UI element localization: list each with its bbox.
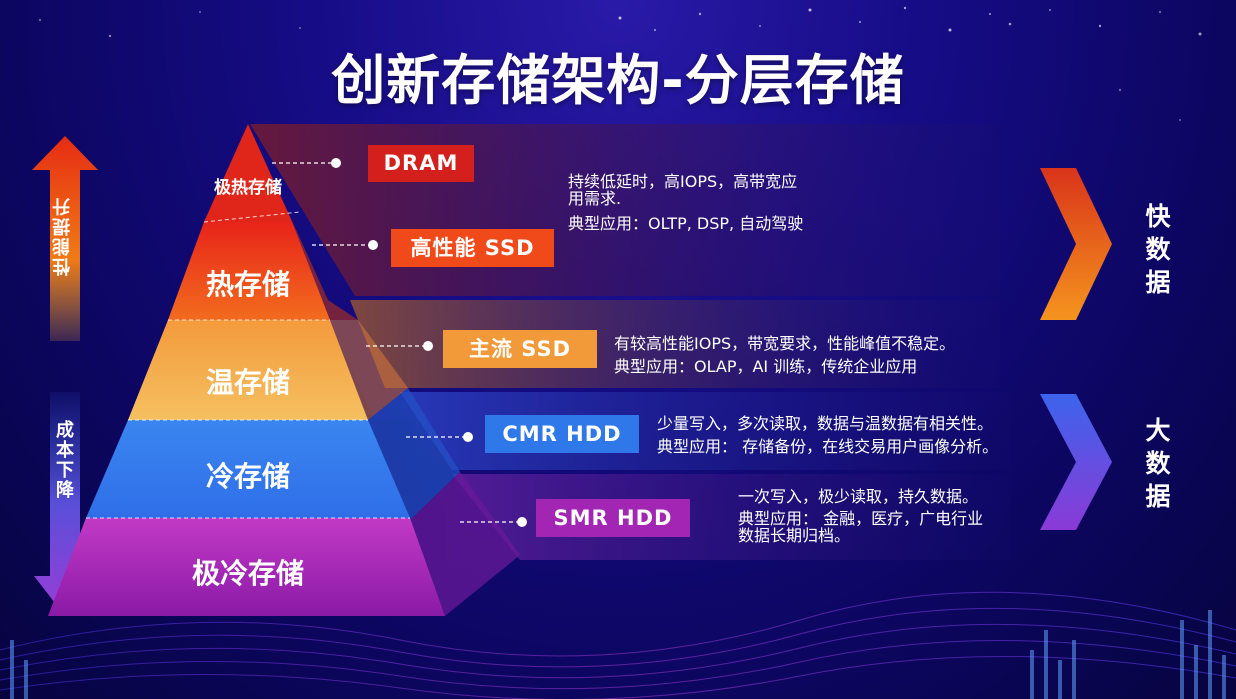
tier-hot-shape xyxy=(168,222,330,320)
chevron-right-icon xyxy=(1040,168,1112,320)
tier-cold-label: 冷存储 xyxy=(205,460,290,493)
band-frozen xyxy=(452,474,1010,560)
fast-data-label: 快 数 据 xyxy=(1145,202,1171,297)
performance-cost-axis xyxy=(32,136,98,616)
tier-frozen-label: 极冷存储 xyxy=(191,557,304,590)
page-title: 创新存储架构-分层存储 xyxy=(331,49,905,112)
chevron-right-icon xyxy=(1040,394,1112,530)
media-dram-label: DRAM xyxy=(368,145,474,182)
up-arrow-icon xyxy=(32,136,98,341)
media-main-ssd-label: 主流 SSD xyxy=(443,330,597,368)
desc-cold: 少量写入，多次读取，数据与温数据有相关性。 典型应用： 存储备份，在线交易用户画… xyxy=(657,414,999,456)
media-cmr-hdd-label: CMR HDD xyxy=(485,415,639,453)
tier-frozen-shape xyxy=(48,518,445,616)
tier-cold-shape xyxy=(86,420,410,518)
down-arrow-icon xyxy=(34,392,96,616)
cost-down-label: 成本下降 xyxy=(53,420,74,500)
tier-extreme-hot-shape xyxy=(204,124,292,222)
media-hp-ssd-label: 高性能 SSD xyxy=(391,229,554,267)
desc-hot: 持续低延时，高IOPS，高带宽应 用需求. 典型应用：OLTP, DSP, 自动… xyxy=(568,172,804,233)
tier-warm-shape xyxy=(128,320,368,420)
tier-hot-label: 热存储 xyxy=(205,268,290,301)
media-smr-hdd-label: SMR HDD xyxy=(536,499,690,537)
desc-warm: 有较高性能IOPS，带宽要求，性能峰值不稳定。 典型应用：OLAP，AI 训练，… xyxy=(614,334,956,376)
tier-warm-label: 温存储 xyxy=(205,366,290,399)
big-data-label: 大 数 据 xyxy=(1145,416,1171,511)
desc-frozen: 一次写入，极少读取，持久数据。 典型应用： 金融，医疗，广电行业 数据长期归档。 xyxy=(738,487,984,545)
tier-extreme-hot-label: 极热存储 xyxy=(214,178,282,198)
